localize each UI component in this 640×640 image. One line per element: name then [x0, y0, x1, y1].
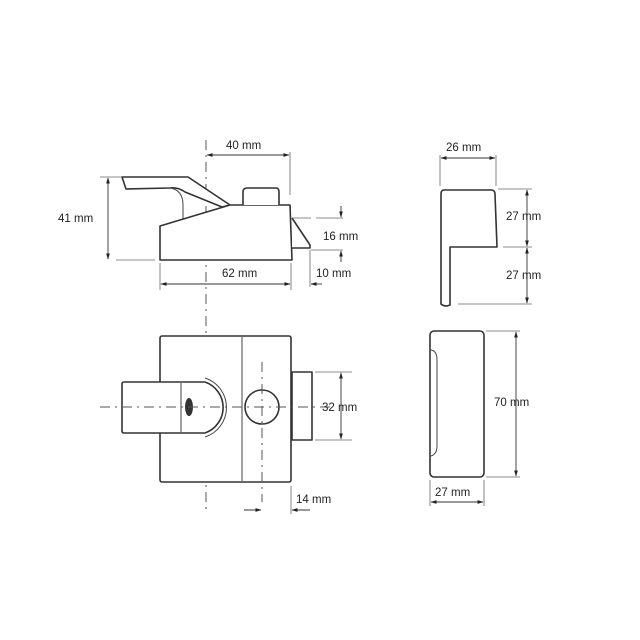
dim-14mm-label: 14 mm	[296, 494, 331, 506]
dim-16mm-label: 16 mm	[323, 231, 358, 243]
dim-10mm-label: 10 mm	[316, 268, 351, 280]
keeper-recess	[429, 349, 438, 457]
front-view: 32 mm 14 mm	[100, 335, 357, 514]
keeper-side-view: 26 mm 27 mm 27 mm	[439, 142, 541, 307]
keeper-front-body	[429, 330, 485, 478]
keeper-front-view: 70 mm 27 mm	[429, 330, 529, 506]
lock-body-side	[159, 204, 293, 261]
dim-62mm-label: 62 mm	[222, 268, 257, 280]
dim-27mm-upper-label: 27 mm	[506, 211, 541, 223]
dim-41mm-label: 41 mm	[58, 213, 93, 225]
dim-40mm-label: 40 mm	[226, 140, 261, 152]
handle-stem	[169, 187, 184, 222]
dim-70mm-label: 70 mm	[494, 397, 529, 409]
latch-bevel	[291, 217, 311, 249]
dim-32mm-label: 32 mm	[322, 402, 357, 414]
keeper-side-profile	[440, 189, 498, 307]
dim-27mm-bottom-label: 27 mm	[435, 487, 470, 499]
dim-27mm-lower-label: 27 mm	[506, 270, 541, 282]
side-view: 40 mm 41 mm 16 mm 10 mm 62 mm	[58, 140, 358, 510]
thumb-turn-handle	[121, 176, 231, 208]
bolt	[291, 371, 313, 441]
dim-26mm-label: 26 mm	[446, 142, 481, 154]
lock-button	[242, 187, 280, 205]
